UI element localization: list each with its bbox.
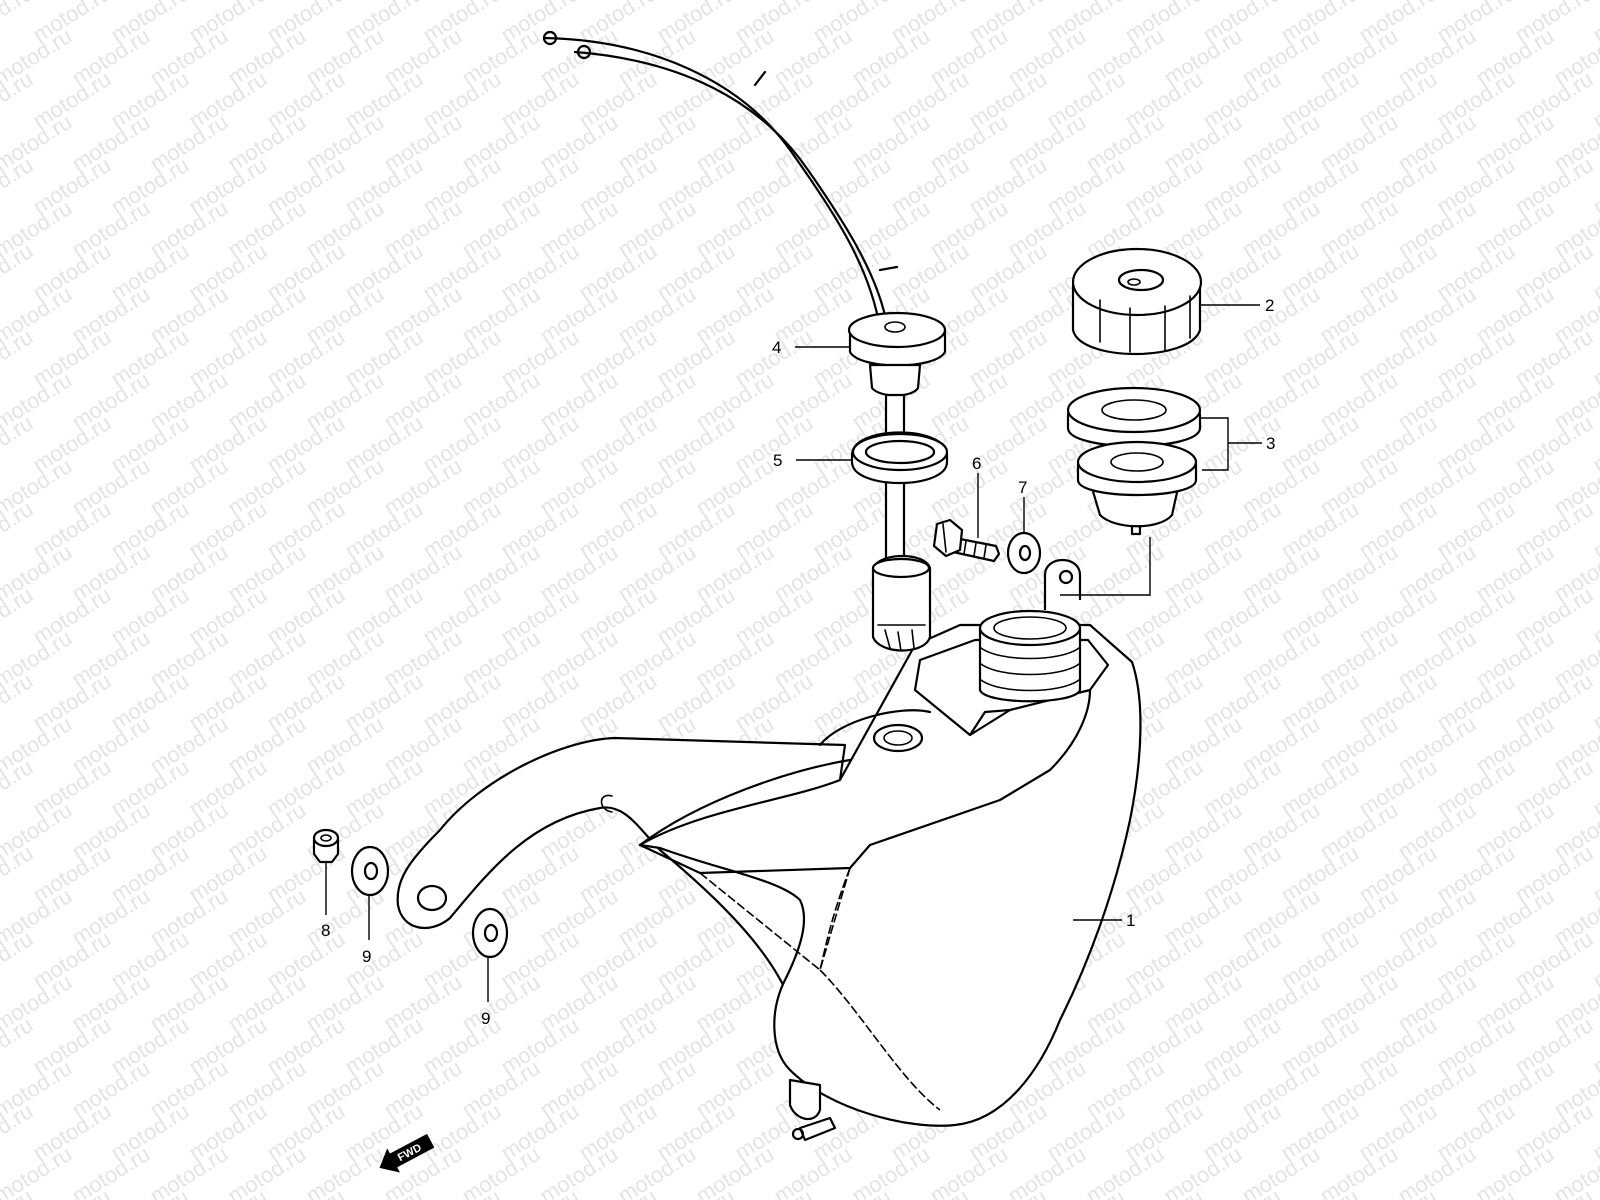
callout-9-lower: 9 xyxy=(481,1009,490,1028)
gauge-o-ring xyxy=(850,431,949,484)
filler-neck-opening xyxy=(978,609,1082,647)
nut xyxy=(312,828,340,864)
arm-mount-hole xyxy=(416,884,448,912)
callout-3: 3 xyxy=(1266,434,1275,453)
callout-2: 2 xyxy=(1265,296,1274,315)
callout-9-upper: 9 xyxy=(362,947,371,966)
oil-level-gauge xyxy=(542,30,947,652)
washer-7 xyxy=(1006,531,1042,575)
callout-8: 8 xyxy=(321,921,330,940)
leader-lines xyxy=(325,304,1262,1002)
tank-cap xyxy=(1071,247,1203,356)
callout-7: 7 xyxy=(1018,478,1027,497)
fwd-arrow-icon: FWD xyxy=(379,1133,435,1173)
cap-gasket-set xyxy=(1066,386,1202,536)
washer-9-lower xyxy=(471,907,509,959)
callout-5: 5 xyxy=(773,451,782,470)
bolt xyxy=(932,518,1001,563)
callout-1: 1 xyxy=(1126,911,1135,930)
callout-6: 6 xyxy=(972,454,981,473)
callout-4: 4 xyxy=(772,338,781,357)
callout-numbers: 1 2 3 4 5 6 7 8 9 9 xyxy=(321,296,1275,1028)
washer-9-upper xyxy=(350,845,390,897)
fwd-label: FWD xyxy=(396,1142,424,1164)
oil-tank xyxy=(396,559,1142,1142)
watermark-text: motod.ru xyxy=(1588,0,1600,47)
sensor-port xyxy=(872,723,924,753)
